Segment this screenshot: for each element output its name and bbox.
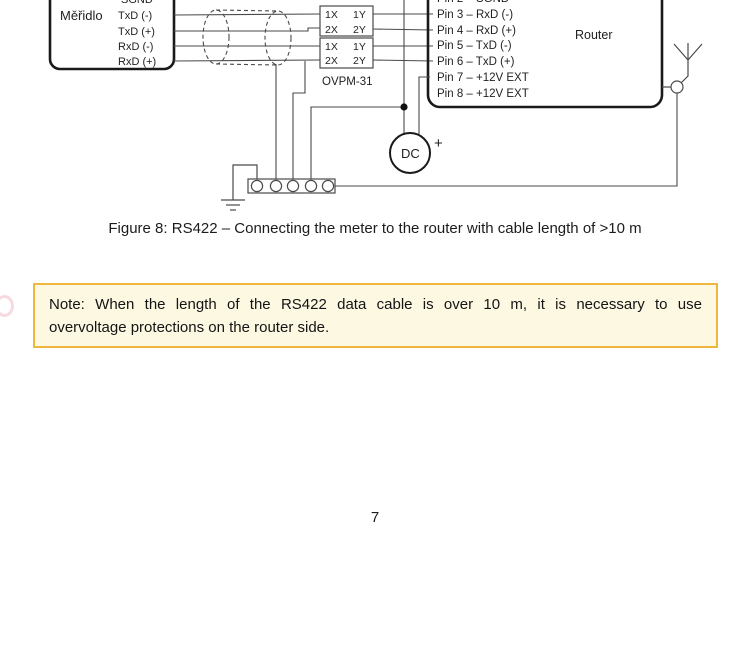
ground-return-wire (335, 93, 678, 187)
router-pin-label: Pin 4 – RxD (+) (437, 25, 516, 37)
terminal-screw (321, 179, 335, 193)
meter-pin-label: SGND (121, 0, 153, 6)
router-box: Pin 2 – SGND Pin 3 – RxD (-) Pin 4 – RxD… (426, 0, 664, 109)
meter-wires (173, 13, 321, 62)
ovpm-cell: 2X (325, 24, 338, 36)
dc-label: DC (401, 146, 420, 161)
terminal-screw (250, 179, 264, 193)
terminal-screw (269, 179, 283, 193)
page-number: 7 (370, 509, 380, 526)
figure-caption: Figure 8: RS422 – Connecting the meter t… (108, 220, 642, 237)
router-pin-label: Pin 3 – RxD (-) (437, 9, 513, 21)
page-edge-mark (0, 295, 14, 317)
meter-box: Měřidlo SGND TxD (-) TxD (+) RxD (-) RxD… (48, 0, 176, 71)
terminal-screw (304, 179, 318, 193)
dc-plus-sign: + (434, 135, 443, 152)
antenna-icon (662, 43, 703, 94)
router-pin-label: Pin 5 – TxD (-) (437, 40, 512, 52)
router-label: Router (575, 28, 613, 42)
ovpm-cell: 1Y (353, 41, 366, 53)
router-pin-label: Pin 6 – TxD (+) (437, 56, 515, 68)
ovpm-cell: 2Y (353, 55, 366, 67)
wire-ovpm-ground (292, 61, 306, 179)
cable-shield (202, 9, 292, 66)
wire-rxd-plus (173, 59, 321, 62)
ovpm-cell: 1X (325, 41, 338, 53)
ovpm-block-1 (319, 5, 374, 37)
router-pin-label: Pin 7 – +12V EXT (437, 72, 529, 84)
wire-txd-minus (173, 13, 321, 16)
ovpm-label: OVPM-31 (322, 76, 373, 88)
terminal-screw (286, 179, 300, 193)
ovpm-cell: 2X (325, 55, 338, 67)
sgnd-junction-dot (400, 103, 408, 111)
ground-wires (275, 0, 430, 179)
dc-source: DC + (389, 132, 443, 174)
terminal-block (247, 178, 336, 194)
meter-pin-label: RxD (-) (118, 41, 153, 53)
ovpm-cell: 2Y (353, 24, 366, 36)
note-box: Note: When the length of the RS422 data … (33, 283, 718, 348)
ovpm-module: 1X 1Y 2X 2Y 1X 1Y 2X 2Y OVPM-31 (319, 5, 374, 88)
note-text-line1: Note: When the length of the RS422 data … (49, 296, 702, 313)
meter-pin-label: TxD (+) (118, 26, 155, 38)
ground-symbol (221, 164, 258, 211)
wiring-diagram: Měřidlo SGND TxD (-) TxD (+) RxD (-) RxD… (48, 0, 703, 211)
wire-txd-plus (174, 27, 320, 32)
note-text-line2: overvoltage protections on the router si… (49, 319, 330, 336)
ovpm-cell: 1Y (353, 9, 366, 21)
meter-label: Měřidlo (60, 8, 103, 23)
ovpm-block-2 (319, 37, 374, 69)
ovpm-cell: 1X (325, 9, 338, 21)
meter-pin-label: RxD (+) (118, 56, 156, 68)
ovpm-router-wires (372, 13, 434, 62)
meter-pin-label: TxD (-) (118, 10, 152, 22)
wire-dc-plus (418, 76, 430, 136)
router-pin-label: Pin 8 – +12V EXT (437, 88, 529, 100)
router-pin-label: Pin 2 – SGND (437, 0, 509, 5)
wire-sgnd-to-terminal (310, 106, 404, 179)
